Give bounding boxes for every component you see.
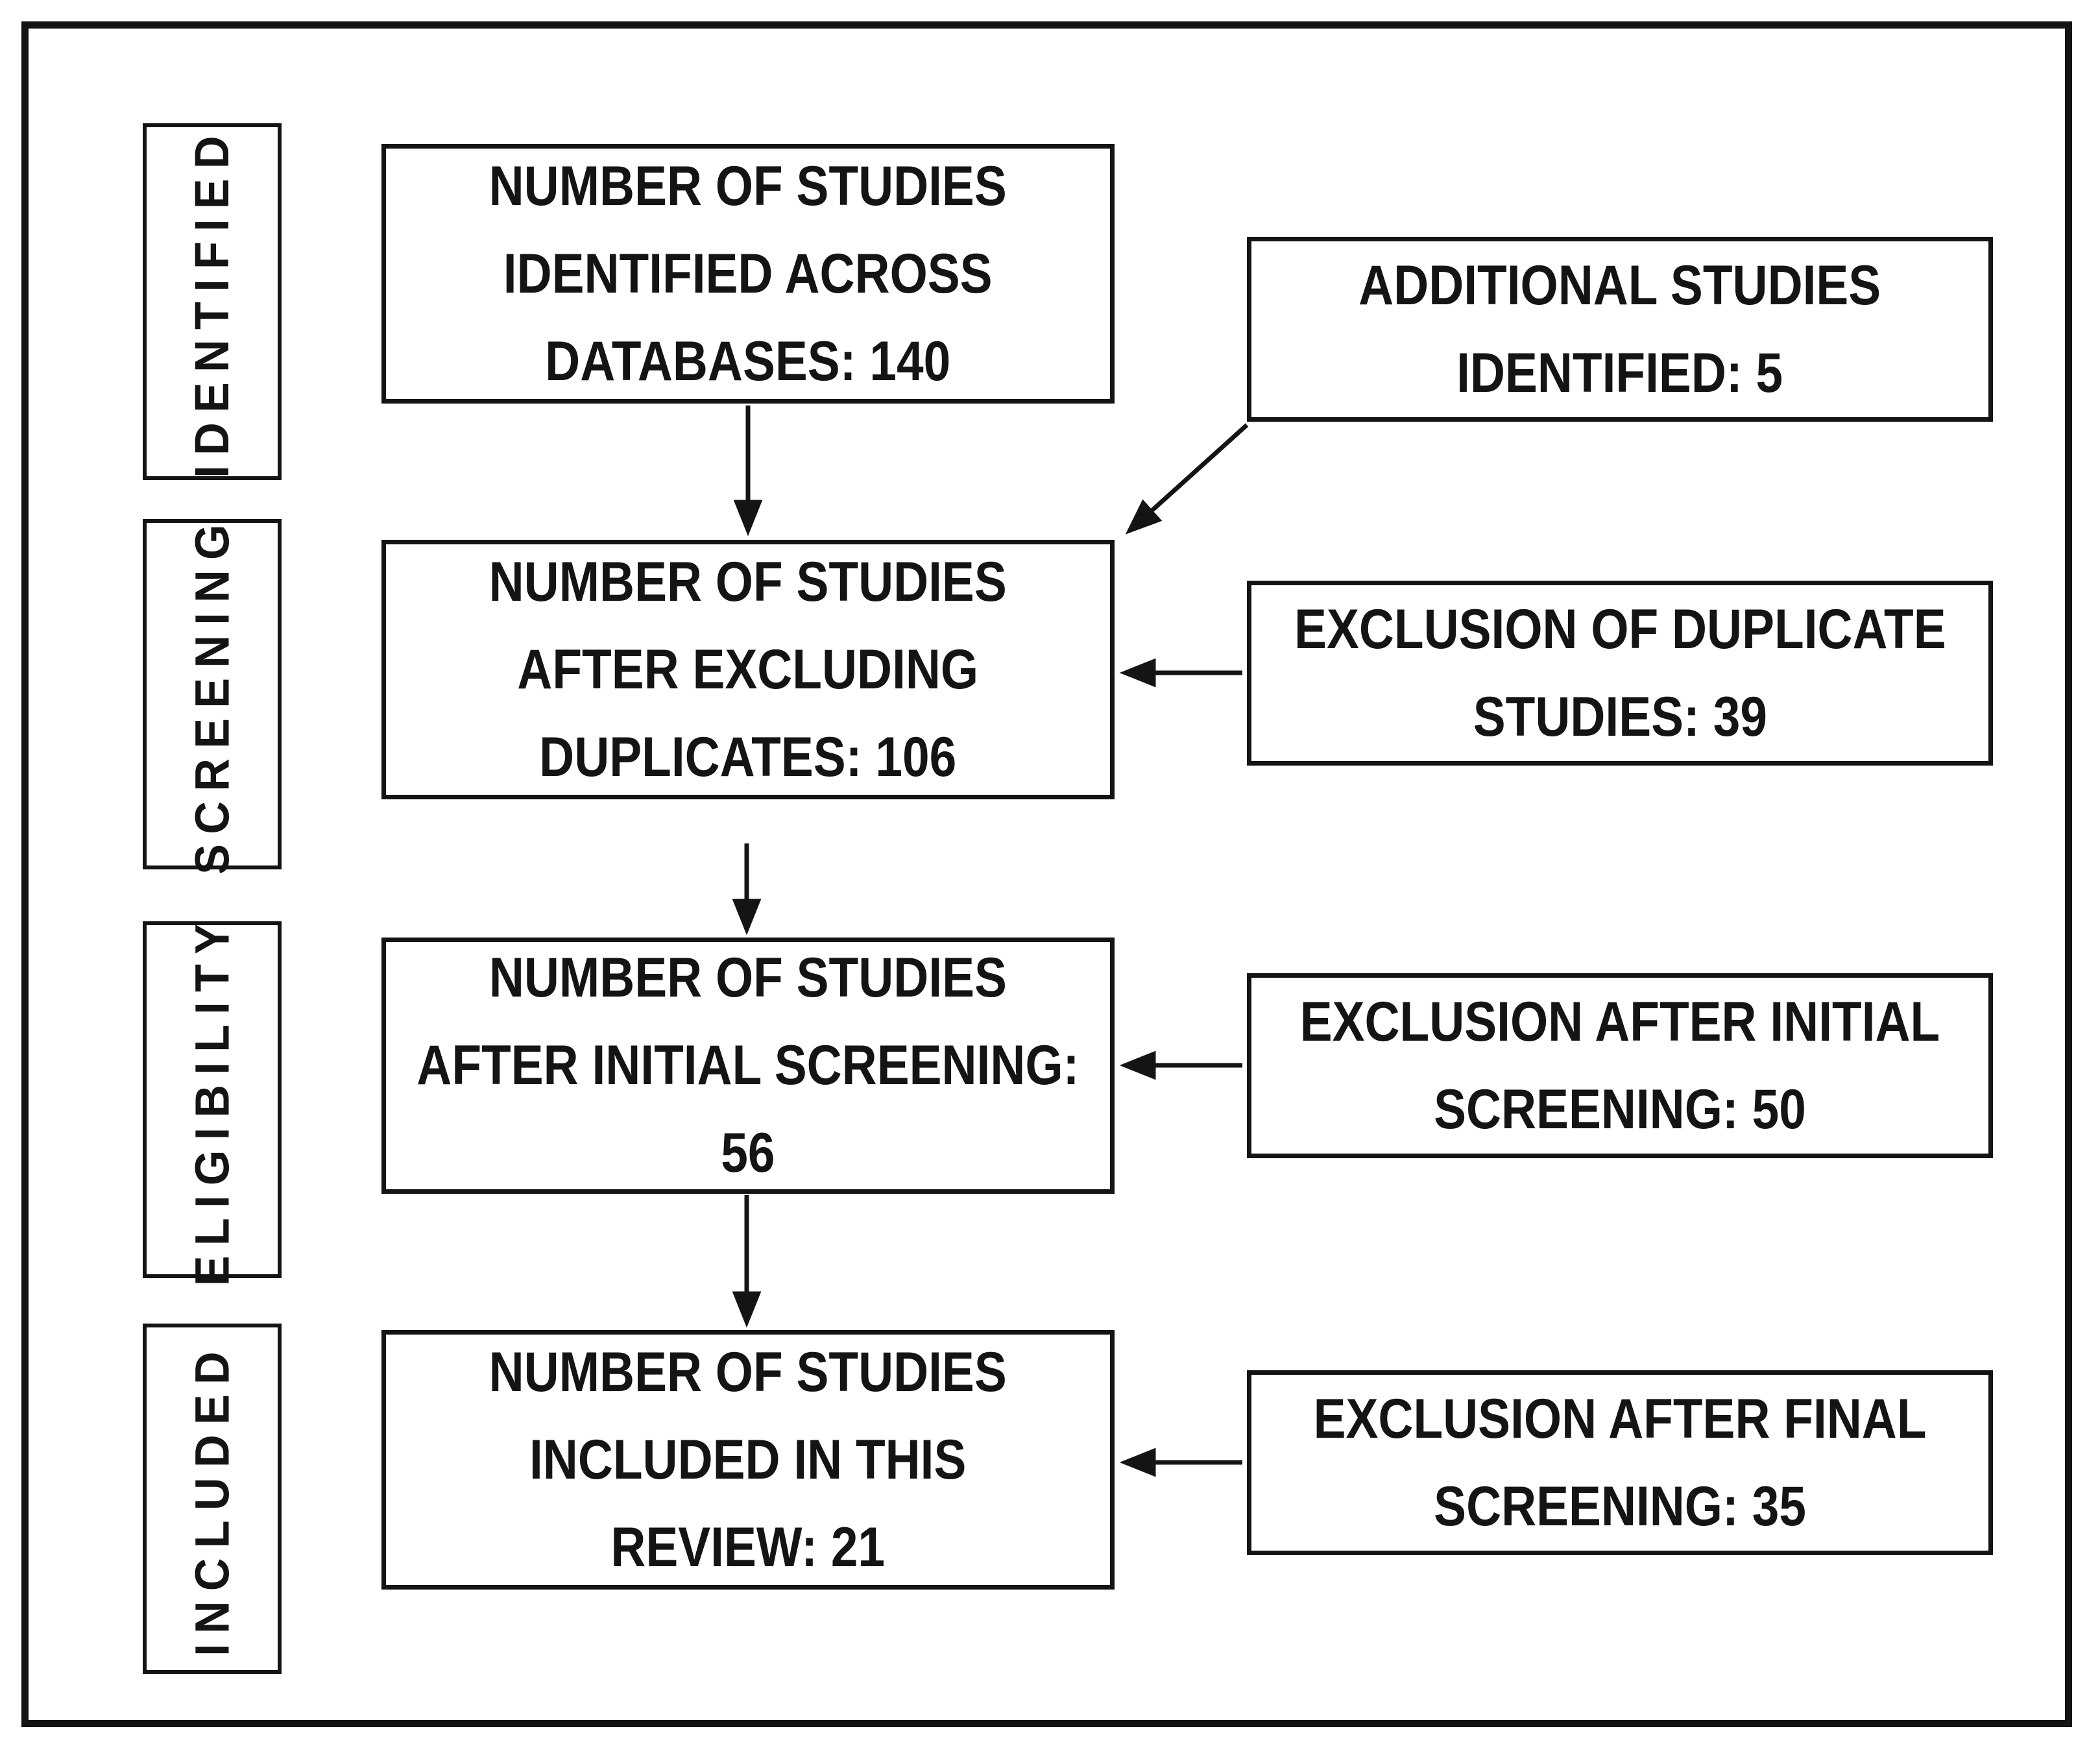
text-line: AFTER EXCLUDING	[517, 638, 979, 701]
text-line: NUMBER OF STUDIES	[489, 550, 1008, 613]
text-line: DUPLICATES: 106	[539, 725, 957, 788]
box-exclusion-duplicates: EXCLUSION OF DUPLICATE STUDIES: 39	[1247, 581, 1993, 766]
text-line: NUMBER OF STUDIES	[489, 154, 1008, 217]
text-line: AFTER INITIAL SCREENING:	[416, 1034, 1080, 1096]
box-after-initial-screening: NUMBER OF STUDIES AFTER INITIAL SCREENIN…	[381, 938, 1115, 1194]
stage-label-eligibility: ELIGIBILITY	[143, 914, 282, 1286]
stage-label-included: INCLUDED	[143, 1324, 282, 1674]
box-exclusion-initial-screening: EXCLUSION AFTER INITIAL SCREENING: 50	[1247, 973, 1993, 1158]
box-after-initial-screening-text: NUMBER OF STUDIES AFTER INITIAL SCREENIN…	[416, 934, 1079, 1197]
text-line: IDENTIFIED: 5	[1456, 341, 1783, 404]
box-after-excluding-duplicates-text: NUMBER OF STUDIES AFTER EXCLUDING DUPLIC…	[489, 539, 1007, 801]
box-exclusion-final-screening-text: EXCLUSION AFTER FINAL SCREENING: 35	[1314, 1375, 1927, 1551]
box-studies-identified: NUMBER OF STUDIES IDENTIFIED ACROSS DATA…	[381, 144, 1115, 404]
text-line: IDENTIFIED ACROSS	[503, 242, 993, 305]
text-line: EXCLUSION AFTER INITIAL	[1299, 990, 1940, 1053]
figure-outer-border	[21, 21, 2072, 1727]
text-line: REVIEW: 21	[610, 1516, 886, 1579]
stage-label-included-text: INCLUDED	[185, 1341, 239, 1656]
stage-label-screening: SCREENING	[143, 514, 282, 874]
text-line: EXCLUSION AFTER FINAL	[1313, 1387, 1927, 1450]
stage-label-eligibility-text: ELIGIBILITY	[185, 914, 239, 1286]
text-line: STUDIES: 39	[1473, 685, 1767, 748]
box-included-in-review-text: NUMBER OF STUDIES INCLUDED IN THIS REVIE…	[489, 1329, 1007, 1592]
box-studies-identified-text: NUMBER OF STUDIES IDENTIFIED ACROSS DATA…	[489, 143, 1007, 405]
text-line: 56	[721, 1122, 775, 1184]
box-included-in-review: NUMBER OF STUDIES INCLUDED IN THIS REVIE…	[381, 1330, 1115, 1590]
text-line: SCREENING: 50	[1434, 1078, 1806, 1141]
text-line: INCLUDED IN THIS	[529, 1428, 967, 1491]
box-exclusion-duplicates-text: EXCLUSION OF DUPLICATE STUDIES: 39	[1294, 586, 1946, 761]
text-line: EXCLUSION OF DUPLICATE	[1294, 598, 1946, 660]
text-line: NUMBER OF STUDIES	[489, 1340, 1008, 1403]
box-exclusion-final-screening: EXCLUSION AFTER FINAL SCREENING: 35	[1247, 1370, 1993, 1555]
box-additional-studies: ADDITIONAL STUDIES IDENTIFIED: 5	[1247, 237, 1993, 422]
stage-label-screening-text: SCREENING	[185, 514, 239, 875]
text-line: ADDITIONAL STUDIES	[1358, 254, 1881, 317]
box-exclusion-initial-screening-text: EXCLUSION AFTER INITIAL SCREENING: 50	[1300, 978, 1940, 1154]
box-after-excluding-duplicates: NUMBER OF STUDIES AFTER EXCLUDING DUPLIC…	[381, 540, 1115, 799]
stage-label-identified: IDENTIFIED	[143, 123, 282, 480]
text-line: SCREENING: 35	[1434, 1475, 1806, 1538]
text-line: DATABASES: 140	[545, 330, 951, 393]
stage-label-identified-text: IDENTIFIED	[185, 125, 239, 478]
text-line: NUMBER OF STUDIES	[489, 947, 1008, 1009]
box-additional-studies-text: ADDITIONAL STUDIES IDENTIFIED: 5	[1358, 242, 1881, 417]
